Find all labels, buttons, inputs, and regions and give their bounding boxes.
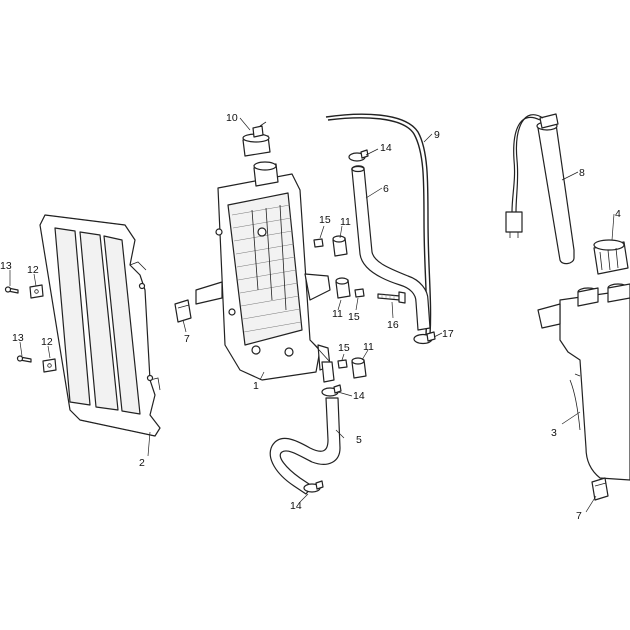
hose-clamp-14-middle: [321, 384, 342, 397]
callout-6: 6: [383, 183, 389, 195]
hose-clamp-14-lower: [303, 480, 324, 493]
leader-lines: [9, 117, 615, 513]
grommet-11-a: [332, 235, 348, 257]
clip-7-left: [174, 299, 192, 323]
callout-16: 16: [387, 319, 399, 331]
callout-7-left: 7: [184, 333, 190, 345]
callout-11-a: 11: [340, 216, 351, 228]
bolt-16: [377, 291, 406, 304]
expansion-tank-cap: [593, 239, 629, 275]
radiator: [195, 161, 335, 383]
callout-9: 9: [434, 129, 440, 141]
callout-12-a: 12: [27, 264, 39, 276]
callout-12-b: 12: [41, 336, 53, 348]
spacer-15-c: [337, 359, 348, 369]
callout-14-a: 14: [380, 142, 392, 154]
callout-15-c: 15: [338, 342, 350, 354]
callout-14-b: 14: [353, 390, 365, 402]
callout-7-right: 7: [576, 510, 582, 522]
spacer-15-a: [313, 238, 324, 248]
callout-2: 2: [139, 457, 145, 469]
callout-4: 4: [615, 208, 621, 220]
bolt-13-lower: [16, 355, 32, 363]
callout-14-c: 14: [290, 500, 302, 512]
callout-17: 17: [442, 328, 454, 340]
radiator-shroud: [39, 214, 161, 437]
radiator-cap: [242, 121, 271, 157]
callout-13-b: 13: [12, 332, 24, 344]
callout-10: 10: [226, 112, 238, 124]
bolt-13-upper: [4, 286, 19, 294]
lower-hose: [269, 397, 341, 495]
callout-5: 5: [356, 434, 362, 446]
callout-11-c: 11: [363, 341, 374, 353]
upper-hose: [351, 165, 431, 331]
callout-3: 3: [551, 427, 557, 439]
expansion-tank: [537, 283, 630, 481]
spacer-15-b: [354, 288, 365, 298]
callout-15-a: 15: [319, 214, 331, 226]
hose-clamp-14-upper: [348, 149, 369, 162]
clip-7-right: [591, 477, 609, 501]
clip-12-lower: [42, 358, 57, 373]
grommet-11-c: [351, 357, 367, 379]
clip-12-upper: [29, 284, 44, 299]
callout-13-a: 13: [0, 260, 12, 272]
callout-11-b: 11: [332, 308, 343, 320]
callout-8: 8: [579, 167, 585, 179]
grommet-11-b: [335, 277, 351, 299]
level-sensor: [505, 113, 575, 265]
overflow-tube: [325, 113, 432, 336]
callout-1: 1: [253, 380, 259, 392]
callout-15-b: 15: [348, 311, 360, 323]
hose-clamp-17: [413, 331, 436, 345]
